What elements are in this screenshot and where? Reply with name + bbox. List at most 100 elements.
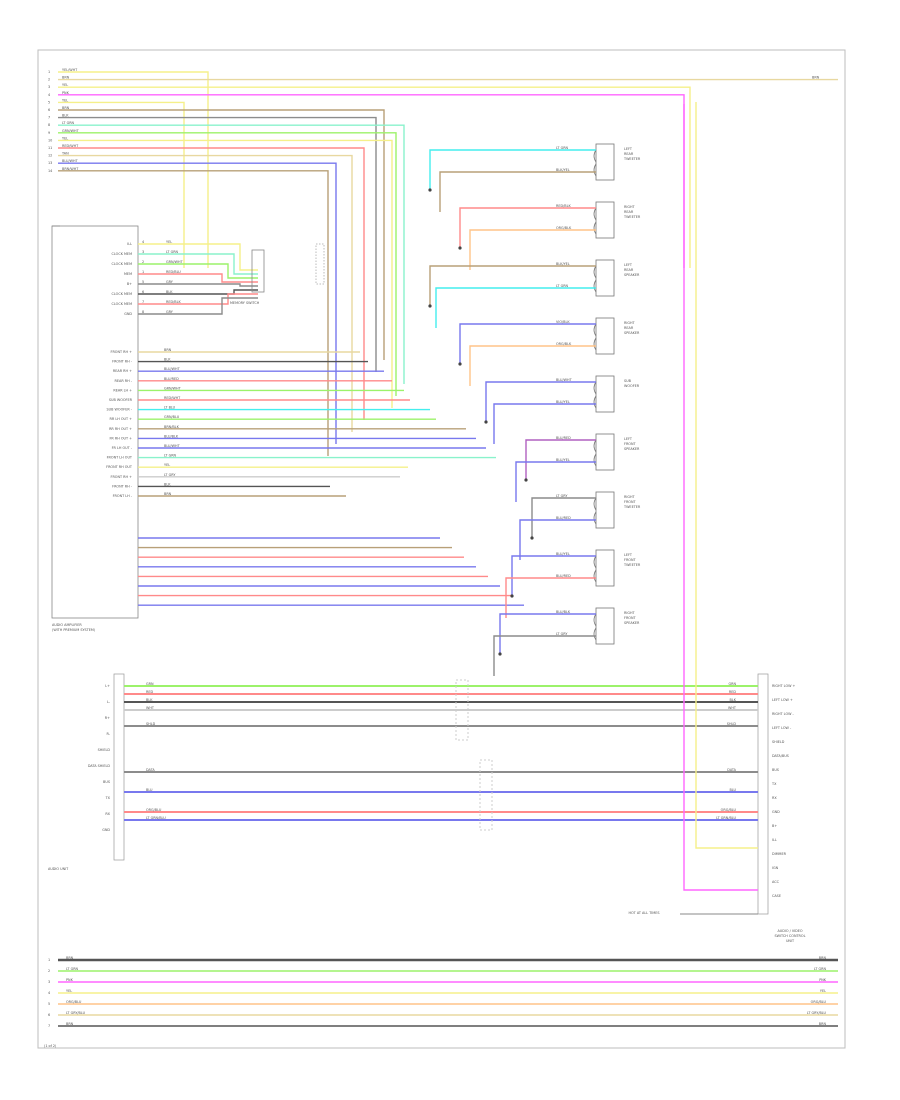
av-switch-pin-name: RX [772, 796, 777, 800]
amp-lower-pin-name: FR RH OUT + [109, 436, 132, 440]
bus-wire-label: GRN [146, 682, 154, 686]
amp-lower-wire-label: BLU/WHT [164, 367, 181, 371]
speaker-wire [469, 345, 596, 386]
pink-drop-wire [683, 104, 758, 891]
speaker-box [595, 317, 615, 355]
av-switch-connector [757, 673, 769, 915]
amplifier-box [51, 225, 139, 619]
top-wire-line [58, 124, 405, 384]
amp-upper-wire-label: LT GRN [166, 250, 179, 254]
amp-lower-wire-label: BRN/BLK [164, 425, 180, 429]
speaker-coil [593, 381, 597, 409]
memory-switch-relay [251, 249, 265, 293]
speaker-label: RIGHT [624, 205, 636, 209]
audio-unit-pin-name: R- [107, 732, 111, 736]
amplifier-label: (WITH PREMIUM SYSTEM) [52, 628, 96, 632]
speaker-wire-label: BLK/YEL [556, 168, 570, 172]
top-wire-number: 10 [48, 138, 52, 142]
amp-upper-pin-name: CLOCK MEM [112, 252, 133, 256]
amp-upper-wire-label: GRY [166, 280, 174, 284]
bus-wire-right-label: WHT [728, 706, 737, 710]
speaker-wire-label: RED/BLK [556, 204, 571, 208]
amp-upper-pin-number: 5 [142, 280, 144, 284]
top-wire-number: 5 [48, 100, 50, 104]
top-wire-number: 13 [48, 161, 52, 165]
top-wire-label: TAN [61, 152, 69, 156]
speaker-label: LEFT [624, 263, 633, 267]
amp-upper-pin-name: CLOCK MEM [112, 292, 133, 296]
speaker-wire [499, 613, 596, 654]
bus-wire-label: WHT [146, 706, 155, 710]
diagram-frame [37, 49, 846, 1049]
yellow-drop-wire [695, 102, 758, 849]
top-wire-number: 14 [48, 169, 52, 173]
top-wire-label: BRN/WHT [62, 167, 79, 171]
speaker-wire [459, 207, 596, 248]
speaker-wire [469, 229, 596, 270]
top-wire-line [58, 132, 397, 396]
bus-wire-right-label: SHLD [727, 722, 737, 726]
bus-wire-label: SHLD [146, 722, 156, 726]
speaker-wire-label: ORG/BLK [556, 226, 572, 230]
av-switch-pin-name: DATA/BUS [772, 754, 789, 758]
bottom-wire-number: 7 [48, 1024, 50, 1028]
speaker-label: LEFT [624, 553, 633, 557]
speaker-coil [593, 555, 597, 583]
av-switch-pin-name: TX [771, 782, 777, 786]
amp-upper-wire-label: RED/BLU [166, 270, 181, 274]
speaker-coil [593, 207, 597, 235]
speaker-wire-label: BLU/WHT [556, 378, 573, 382]
speaker-label: REAR [624, 268, 634, 272]
speaker-label: REAR [624, 210, 634, 214]
speaker-wire-label: BLU/YEL [556, 552, 570, 556]
speaker-coil [593, 613, 597, 641]
top-wire-line [58, 86, 691, 268]
speaker-coil [593, 439, 597, 467]
speaker-wire-label: LT GRY [556, 494, 568, 498]
top-wire-label: GRN/WHT [62, 129, 80, 133]
bottom-wire-number: 2 [48, 969, 50, 973]
amp-upper-pin-name: B+ [127, 282, 132, 286]
speaker-label: SPEAKER [624, 621, 640, 625]
amp-lower-wire-label: GRN/BLU [164, 415, 180, 419]
av-switch-pin-name: LEFT LOW - [772, 726, 792, 730]
top-wire-line [58, 147, 365, 420]
footer-caption: (1 of 2) [44, 1044, 57, 1048]
bus-wire-right-label: DATA [727, 768, 736, 772]
top-wire-line [58, 101, 185, 268]
bottom-wire-right-label: BRN [819, 1022, 827, 1026]
audio-unit-pin-name: SHIELD [98, 748, 111, 752]
splice-dot [484, 420, 488, 424]
audio-unit-pin-name: RX [105, 812, 110, 816]
av-switch-pin-name: B+ [772, 824, 777, 828]
speaker-box [595, 549, 615, 587]
audio-unit-pin-name: DATA SHIELD [88, 764, 111, 768]
splice-dot [524, 478, 528, 482]
amp-upper-pin-number: 8 [142, 310, 144, 314]
speaker-label: SPEAKER [624, 273, 640, 277]
bus-wire-label: RED [146, 690, 153, 694]
top-wire-label: BLK [62, 114, 69, 118]
speaker-wire [429, 149, 596, 190]
amp-upper-wire [138, 283, 258, 287]
top-wire-number: 6 [48, 108, 50, 112]
speaker-wire [525, 439, 596, 480]
bus-wire-label: LT GRN/BLU [146, 816, 166, 820]
memory-switch-label: MEMORY SWITCH [230, 301, 260, 305]
amp-lower-pin-name: FR LH OUT - [112, 446, 133, 450]
top-wire-line [58, 154, 353, 432]
speaker-wire [493, 403, 596, 444]
splice-dot [530, 536, 534, 540]
speaker-wire-label: LT GRN [556, 146, 569, 150]
av-switch-pin-name: CASE [772, 894, 781, 898]
bottom-wire-right-label: LT GRN [814, 967, 827, 971]
top-wire-label: LT GRN [62, 121, 75, 125]
bus-wire-label: BLK [146, 698, 153, 702]
audio-unit-pin-name: BUS [103, 780, 110, 784]
top-wire-number: 1 [48, 70, 50, 74]
amp-upper-pin-number: 4 [142, 240, 144, 244]
